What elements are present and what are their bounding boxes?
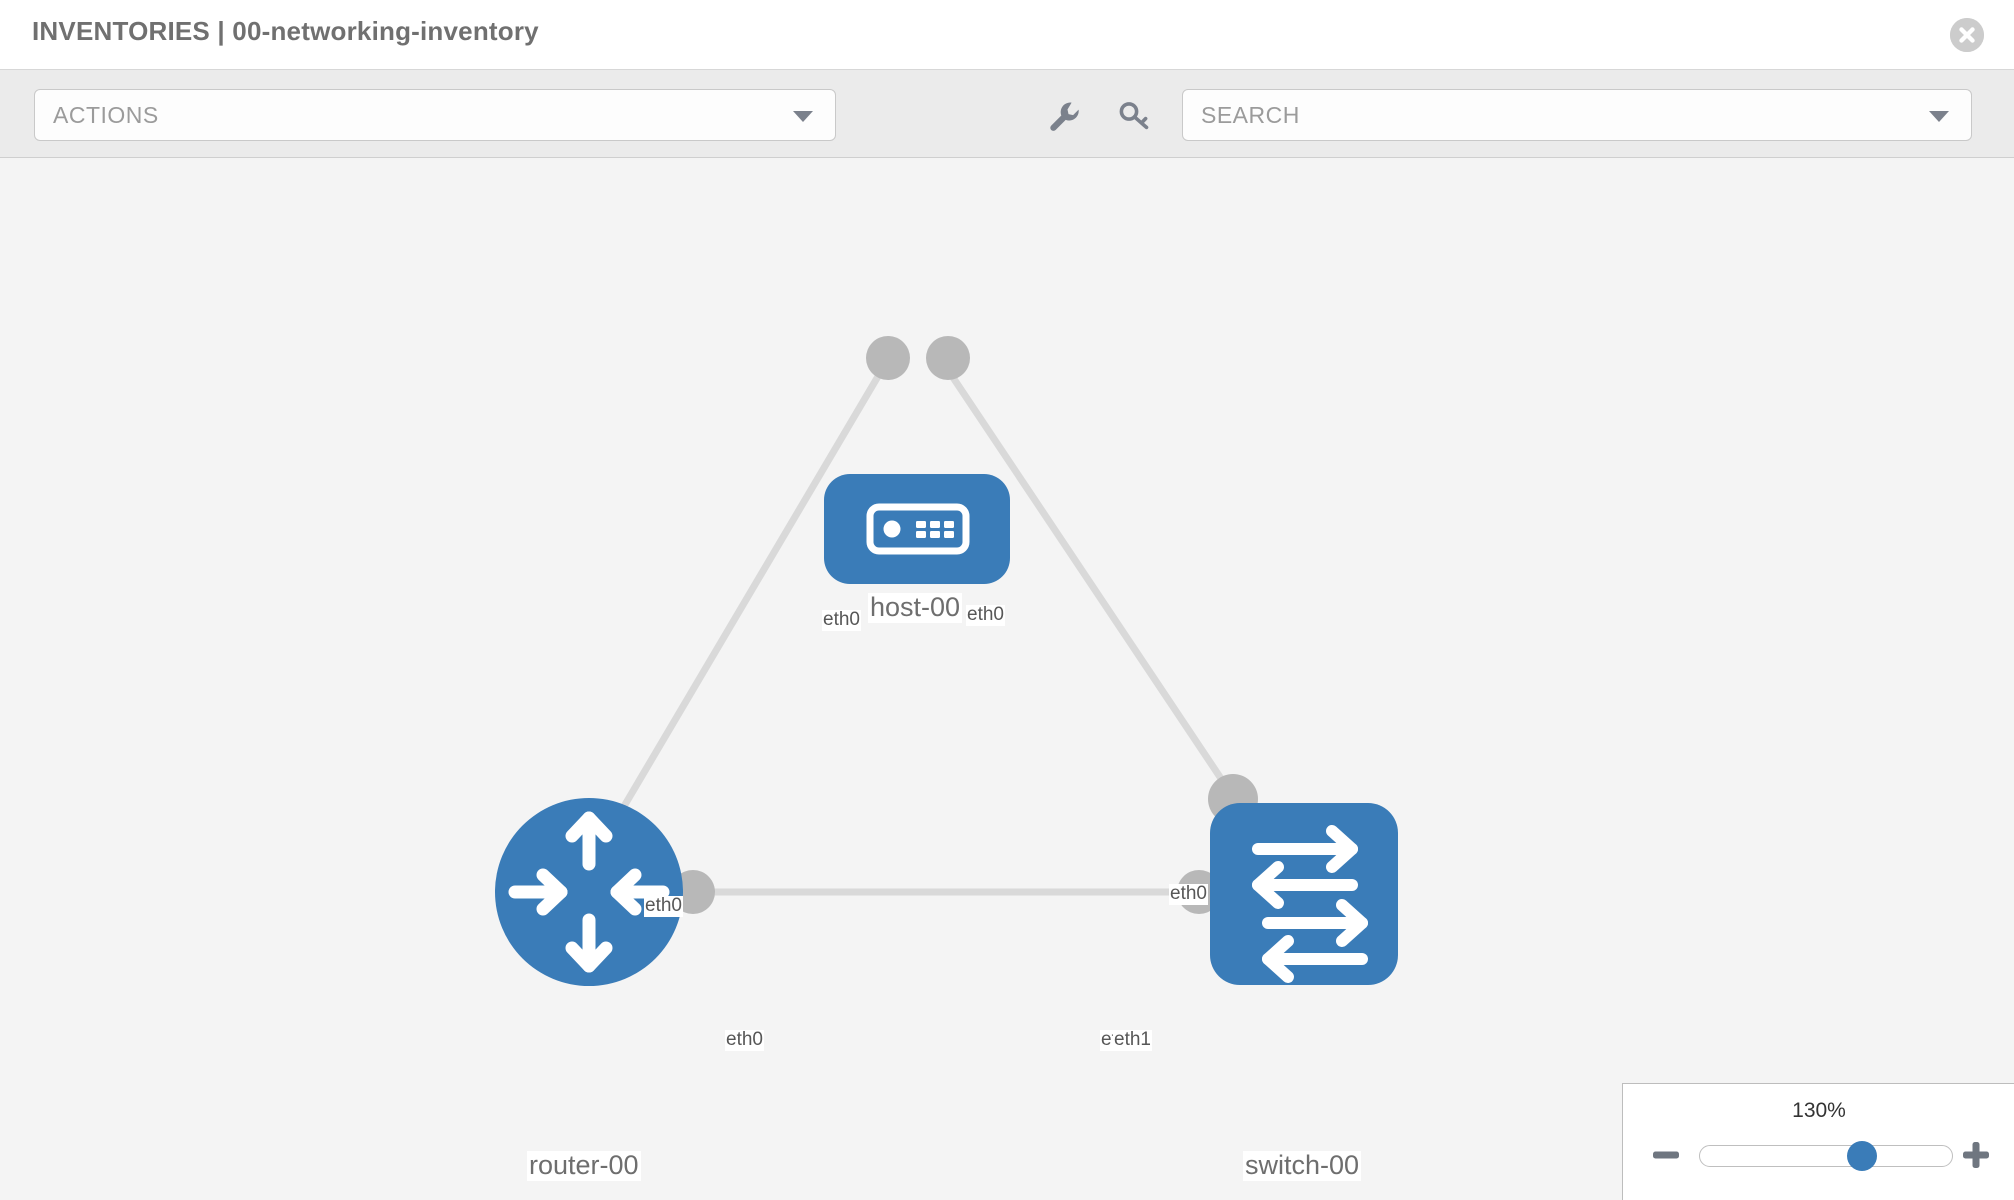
search-input-label: SEARCH — [1201, 102, 1300, 128]
topology-canvas[interactable]: router-00 --> switch-00 --> switch-00 --… — [0, 158, 2014, 1200]
bidirectional-arrows-icon — [1252, 825, 1368, 983]
chevron-down-icon — [793, 111, 813, 122]
iface-label-host-left: eth0 — [822, 609, 861, 631]
zoom-slider-thumb[interactable] — [1847, 1141, 1877, 1171]
page-header: INVENTORIES | 00-networking-inventory — [0, 0, 2014, 70]
node-label-host-00: host-00 — [868, 592, 963, 623]
topology-connectors — [671, 336, 1258, 914]
iface-label-switch-top: eth0 — [1169, 883, 1208, 905]
close-icon[interactable] — [1950, 18, 1984, 52]
minus-icon[interactable] — [1649, 1138, 1683, 1172]
plus-icon[interactable] — [1959, 1138, 1993, 1172]
connector-host-right — [926, 336, 970, 380]
zoom-control-panel: 130% — [1622, 1083, 2014, 1200]
zoom-level-value: 130% — [1792, 1099, 1846, 1122]
server-appliance-icon — [866, 503, 970, 555]
link-host-router — [606, 371, 884, 832]
topology-graph: router-00 --> switch-00 --> switch-00 --… — [495, 336, 1398, 986]
node-label-switch-00: switch-00 — [1243, 1150, 1362, 1181]
actions-dropdown-label: ACTIONS — [53, 102, 159, 128]
iface-label-host-right: eth0 — [966, 604, 1005, 626]
search-input[interactable]: SEARCH — [1182, 89, 1972, 141]
page-title: INVENTORIES | 00-networking-inventory — [32, 16, 539, 46]
actions-dropdown[interactable]: ACTIONS — [34, 89, 836, 141]
connector-host-left — [866, 336, 910, 380]
toolbar: ACTIONS SEARCH — [0, 70, 2014, 158]
iface-label-router-right: eth0 — [725, 1029, 764, 1051]
node-switch-00[interactable] — [1210, 803, 1398, 985]
iface-label-router-top: eth0 — [644, 895, 683, 917]
node-host-00[interactable] — [824, 474, 1010, 584]
link-host-switch — [947, 371, 1235, 797]
four-arrows-inward-icon — [508, 811, 670, 973]
zoom-slider-row — [1623, 1134, 2014, 1178]
topology-links: router-00 --> switch-00 --> switch-00 --… — [606, 371, 1235, 896]
key-icon[interactable] — [1114, 96, 1154, 136]
wrench-icon[interactable] — [1044, 96, 1084, 136]
iface-label-switch-left-b: eth1 — [1113, 1029, 1152, 1051]
chevron-down-icon — [1929, 111, 1949, 122]
node-label-router-00: router-00 — [527, 1150, 641, 1181]
node-router-00[interactable] — [495, 798, 683, 986]
zoom-slider[interactable] — [1699, 1141, 1953, 1171]
